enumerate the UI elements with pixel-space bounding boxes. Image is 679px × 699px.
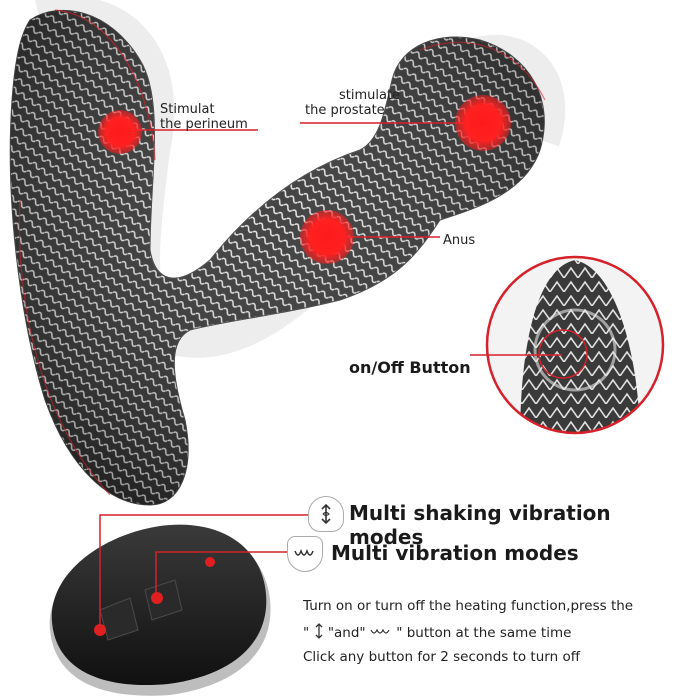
prostate-label: stimulate the prostate <box>305 88 401 118</box>
vibration-mode-inline-icon <box>370 625 392 641</box>
anus-dot <box>300 210 354 264</box>
perineum-label: Stimulat the perineum <box>160 102 248 132</box>
onoff-pointer <box>470 354 562 356</box>
perineum-dot <box>98 110 142 154</box>
vibration-mode-label: Multi vibration modes <box>331 541 579 565</box>
shaking-mode-inline-icon <box>314 623 324 643</box>
shaking-mode-icon <box>308 496 344 532</box>
prostate-dot <box>455 95 511 151</box>
instruction-line-3: Click any button for 2 seconds to turn o… <box>303 649 581 665</box>
anus-label: Anus <box>443 233 476 248</box>
onoff-zoom-circle <box>485 255 665 435</box>
shaking-mode-label: Multi shaking vibration modes <box>349 501 611 549</box>
instruction-line-2: " "and" " button at the same time <box>303 623 572 643</box>
vibration-mode-icon <box>287 536 323 572</box>
remote-control <box>49 524 271 696</box>
onoff-label: on/Off Button <box>349 358 471 377</box>
remote-pointers <box>99 514 312 628</box>
instruction-line-1: Turn on or turn off the heating function… <box>303 598 634 614</box>
device-illustration <box>9 0 566 506</box>
